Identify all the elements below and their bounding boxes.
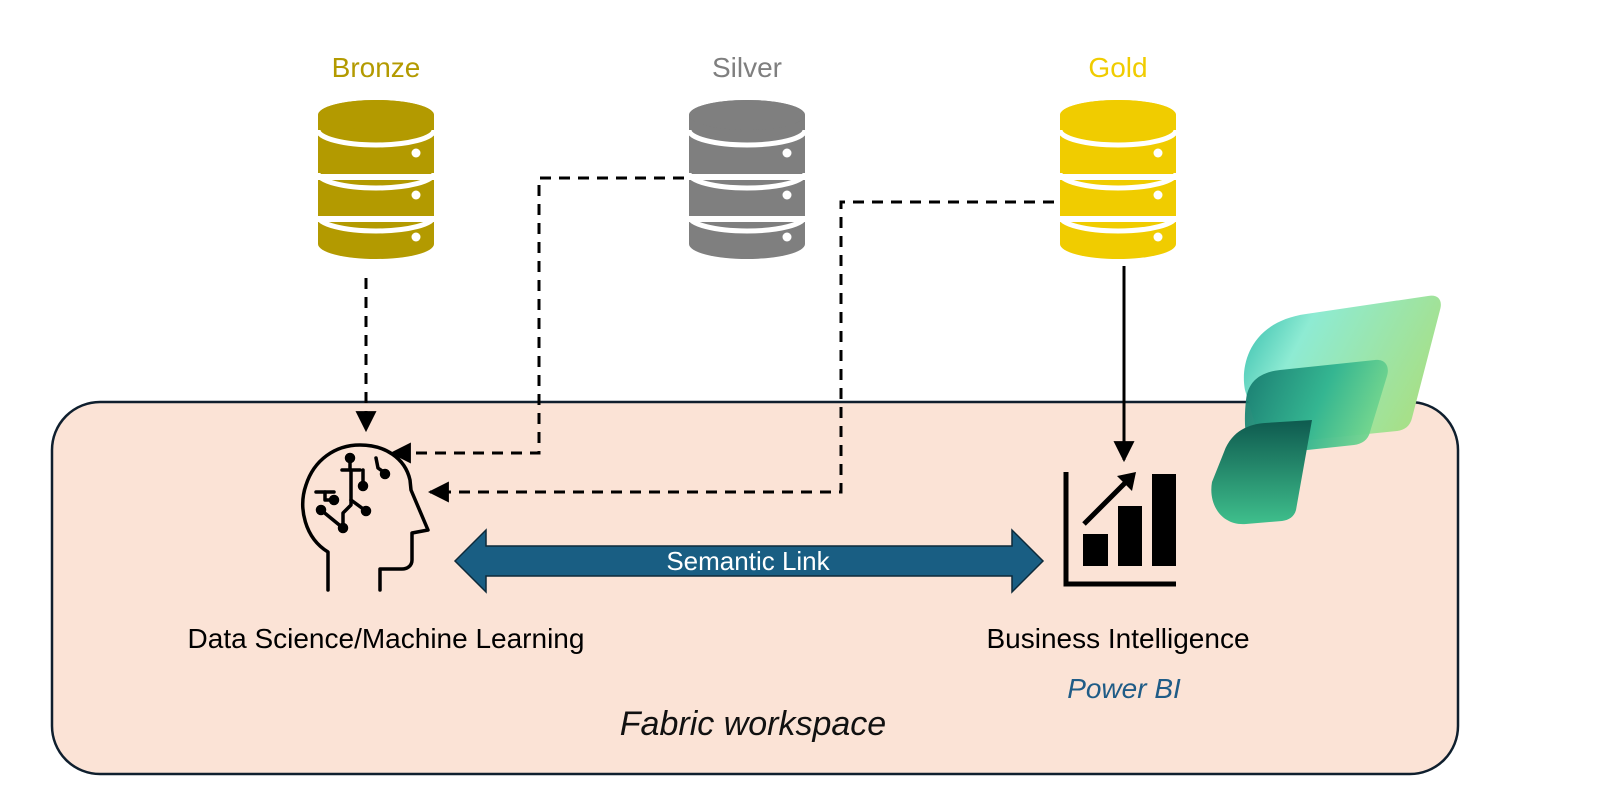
fabric-workspace-box (50, 400, 1460, 776)
gold-to-ds-connector (427, 200, 1054, 503)
bar-chart-trend-icon (1063, 472, 1176, 587)
microsoft-fabric-logo (1211, 295, 1441, 525)
silver-label: Silver (712, 52, 782, 83)
semantic-link-label: Semantic Link (666, 546, 830, 576)
bronze-database-icon (315, 100, 437, 259)
semantic-link-arrow (453, 528, 1045, 594)
data-science-label: Data Science/Machine Learning (188, 623, 585, 654)
business-intelligence-label: Business Intelligence (986, 623, 1249, 654)
power-bi-label: Power BI (1067, 673, 1181, 704)
fabric-workspace-label: Fabric workspace (620, 705, 886, 743)
bronze-label: Bronze (332, 52, 421, 83)
brain-circuit-icon (301, 443, 430, 592)
silver-database-icon (686, 100, 808, 259)
gold-label: Gold (1088, 52, 1147, 83)
gold-database-icon (1057, 100, 1179, 259)
